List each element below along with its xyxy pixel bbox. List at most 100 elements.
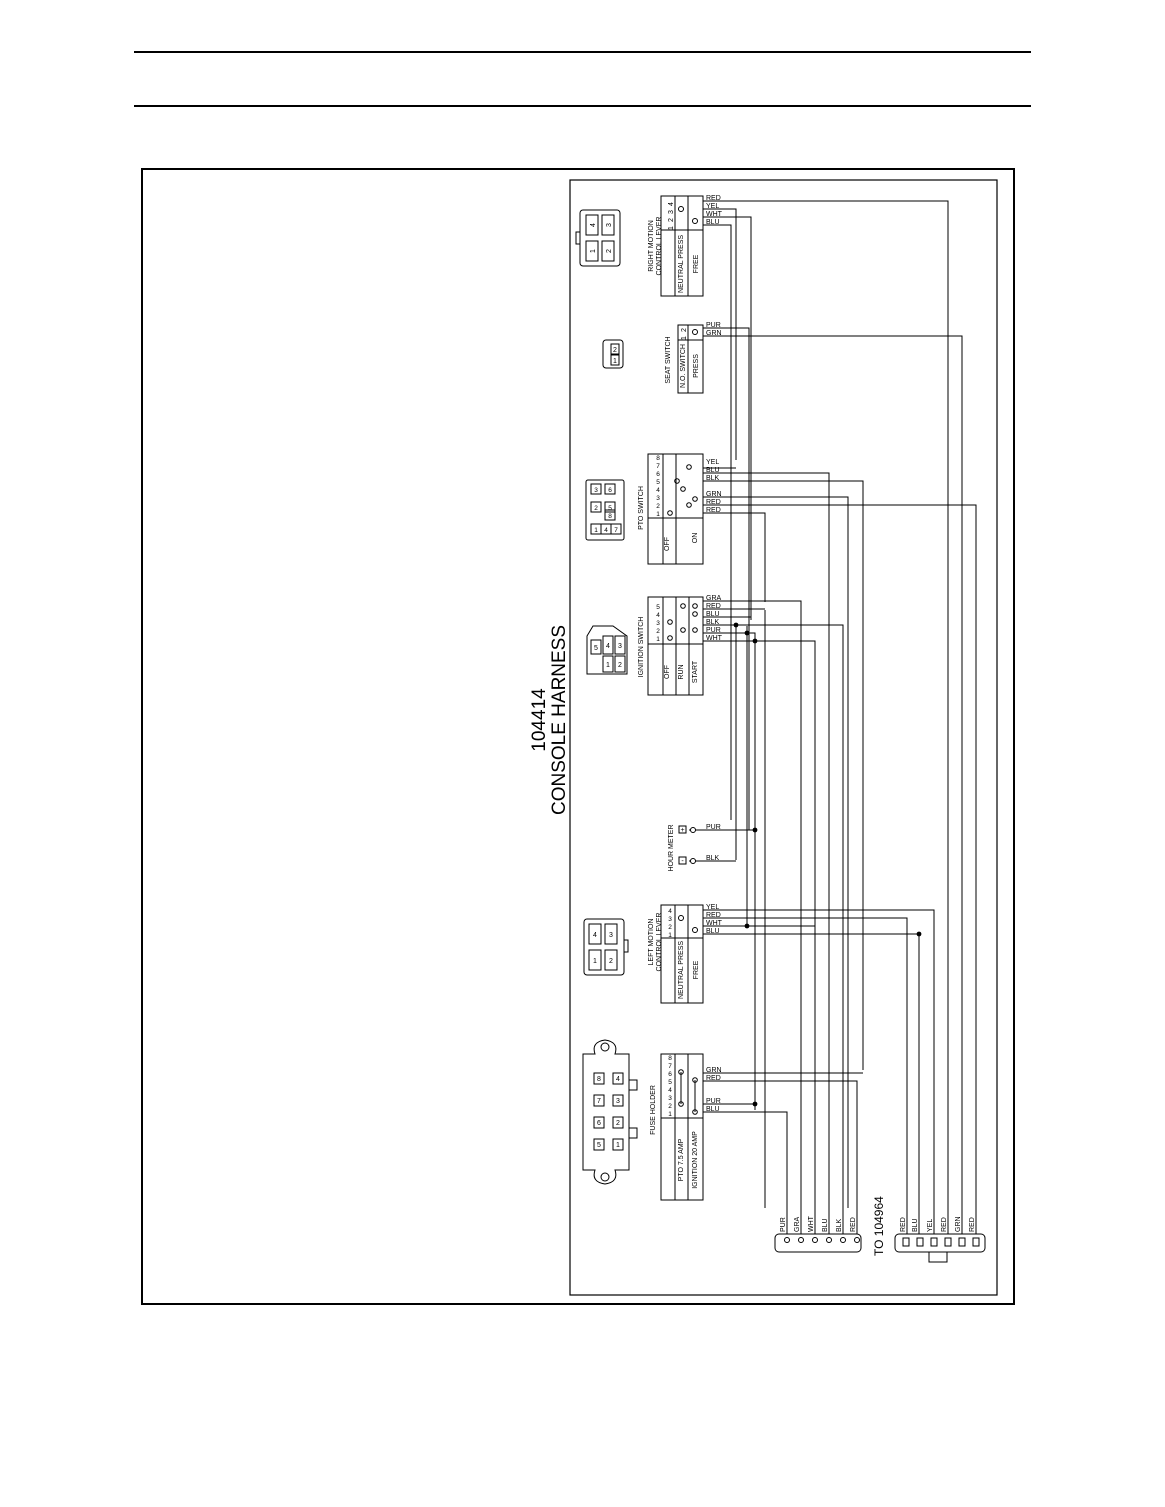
svg-text:1: 1 (613, 358, 617, 365)
svg-text:RUN: RUN (678, 664, 685, 679)
svg-text:7: 7 (668, 1063, 672, 1070)
svg-text:PUR: PUR (706, 1098, 721, 1105)
svg-text:BLU: BLU (706, 1106, 720, 1113)
svg-text:BLK: BLK (706, 475, 720, 482)
svg-text:CONTROL LEVER: CONTROL LEVER (656, 217, 663, 276)
svg-text:YEL: YEL (706, 904, 719, 911)
fuse-holder: FUSE HOLDER PTO 7.5 AMP IGNITION 20 AMP … (582, 1039, 722, 1201)
title-block: 104414 CONSOLE HARNESS (529, 625, 570, 815)
junctions (733, 622, 922, 1107)
svg-text:RED: RED (900, 1217, 907, 1232)
svg-text:6: 6 (656, 471, 660, 478)
svg-text:RED: RED (706, 195, 721, 202)
svg-text:4: 4 (593, 932, 597, 939)
svg-text:2: 2 (656, 628, 660, 635)
svg-text:+: + (680, 827, 684, 834)
svg-text:1: 1 (668, 226, 675, 230)
diagram-frame: 104414 CONSOLE HARNESS (141, 168, 1015, 1305)
ignition-switch: IGNITION SWITCH OFF RUN START 5 4 3 2 1 … (586, 595, 723, 696)
svg-text:NEUTRAL PRESS: NEUTRAL PRESS (678, 235, 685, 293)
svg-text:1: 1 (668, 932, 672, 939)
svg-text:5: 5 (597, 1142, 601, 1149)
svg-text:1: 1 (668, 1111, 672, 1118)
svg-text:RED: RED (706, 1075, 721, 1082)
svg-text:BLU: BLU (706, 928, 720, 935)
svg-text:TO 104964: TO 104964 (872, 1196, 886, 1256)
svg-text:START: START (692, 660, 699, 683)
svg-text:3: 3 (656, 495, 660, 502)
svg-text:2: 2 (609, 958, 613, 965)
svg-text:BLK: BLK (706, 619, 720, 626)
svg-text:BLU: BLU (912, 1218, 919, 1232)
svg-text:PUR: PUR (706, 627, 721, 634)
svg-text:OFF: OFF (664, 537, 671, 551)
svg-text:2: 2 (613, 347, 617, 354)
svg-text:3: 3 (616, 1098, 620, 1105)
svg-text:RED: RED (706, 499, 721, 506)
svg-text:PUR: PUR (706, 824, 721, 831)
header-rule-top (134, 51, 1031, 53)
svg-text:8: 8 (656, 455, 660, 462)
diagram-title: CONSOLE HARNESS (549, 625, 570, 815)
svg-text:3: 3 (594, 487, 598, 494)
svg-text:4: 4 (606, 643, 610, 650)
svg-text:FREE: FREE (693, 254, 700, 273)
svg-text:ON: ON (692, 533, 699, 544)
svg-text:2: 2 (668, 1103, 672, 1110)
svg-text:1: 1 (593, 958, 597, 965)
hour-meter: HOUR METER + - PUR BLK (668, 824, 721, 872)
svg-text:2: 2 (668, 924, 672, 931)
svg-text:WHT: WHT (706, 211, 723, 218)
svg-text:1: 1 (681, 336, 688, 340)
svg-text:BLU: BLU (706, 467, 720, 474)
svg-text:IGNITION SWITCH: IGNITION SWITCH (638, 617, 645, 678)
svg-text:WHT: WHT (808, 1215, 815, 1232)
svg-text:2: 2 (681, 328, 688, 332)
svg-text:2: 2 (656, 503, 660, 510)
svg-text:YEL: YEL (706, 203, 719, 210)
svg-text:GRA: GRA (706, 595, 722, 602)
svg-text:1: 1 (590, 249, 597, 253)
pto-switch: PTO SWITCH OFF ON 8 7 6 5 4 3 2 1 YEL BL… (585, 453, 722, 565)
svg-text:7: 7 (656, 463, 660, 470)
connector-a: PUR GRA WHT BLU BLK RED (774, 1208, 862, 1253)
part-number: 104414 (529, 688, 550, 752)
svg-text:WHT: WHT (706, 635, 723, 642)
svg-text:GRN: GRN (706, 330, 722, 337)
svg-text:4: 4 (616, 1076, 620, 1083)
svg-text:PTO 7.5 AMP: PTO 7.5 AMP (678, 1138, 685, 1181)
svg-text:3: 3 (668, 210, 675, 214)
svg-text:BLU: BLU (706, 611, 720, 618)
svg-text:6: 6 (668, 1071, 672, 1078)
svg-text:WHT: WHT (706, 920, 723, 927)
svg-text:RED: RED (706, 912, 721, 919)
svg-text:YEL: YEL (706, 459, 719, 466)
svg-text:-: - (681, 858, 684, 865)
svg-text:FREE: FREE (693, 960, 700, 979)
svg-text:1: 1 (606, 662, 610, 669)
wire-runs (689, 200, 977, 1208)
wiring-diagram: 104414 CONSOLE HARNESS (529, 179, 998, 1296)
svg-text:BLK: BLK (706, 855, 720, 862)
svg-text:LEFT MOTION: LEFT MOTION (648, 919, 655, 966)
svg-text:4: 4 (668, 908, 672, 915)
svg-text:GRA: GRA (794, 1217, 801, 1233)
svg-text:OFF: OFF (664, 665, 671, 679)
svg-text:RED: RED (706, 603, 721, 610)
svg-text:YEL: YEL (927, 1219, 934, 1232)
svg-text:6: 6 (608, 487, 612, 494)
svg-text:4: 4 (668, 202, 675, 206)
svg-text:FUSE HOLDER: FUSE HOLDER (650, 1085, 657, 1135)
svg-text:GRN: GRN (706, 1067, 722, 1074)
svg-text:RED: RED (969, 1217, 976, 1232)
svg-text:1: 1 (616, 1142, 620, 1149)
svg-text:2: 2 (594, 505, 598, 512)
svg-text:2: 2 (618, 662, 622, 669)
svg-text:PUR: PUR (706, 322, 721, 329)
svg-text:3: 3 (668, 916, 672, 923)
svg-text:IGNITION 20 AMP: IGNITION 20 AMP (692, 1131, 699, 1189)
svg-text:8: 8 (608, 513, 612, 520)
inner-border (569, 179, 998, 1296)
svg-text:BLU: BLU (706, 219, 720, 226)
